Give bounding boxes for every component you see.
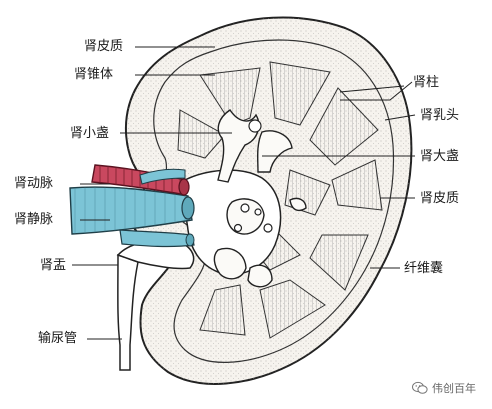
calyces (213, 109, 307, 288)
label-renal-vein: 肾静脉 (14, 212, 54, 227)
label-renal-artery: 肾动脉 (14, 176, 54, 191)
label-cortex-right: 肾皮质 (420, 191, 460, 206)
label-minor-calyx: 肾小盏 (70, 126, 110, 141)
cortex-boundary (153, 39, 395, 363)
label-papilla: 肾乳头 (420, 108, 460, 123)
label-cortex-top: 肾皮质 (84, 39, 124, 54)
watermark: 伟创百年 (412, 380, 476, 396)
wechat-icon (412, 381, 428, 394)
renal-vein (69, 186, 195, 248)
label-ureter: 输尿管 (38, 331, 78, 346)
label-capsule: 纤维囊 (404, 261, 444, 276)
renal-artery (91, 164, 190, 196)
label-renal-pelvis: 肾盂 (40, 258, 67, 273)
label-pyramid: 肾锥体 (74, 67, 114, 82)
watermark-text: 伟创百年 (432, 382, 476, 395)
leader-lines (72, 46, 416, 340)
ureter (117, 253, 139, 371)
label-renal-column: 肾柱 (413, 75, 440, 90)
label-major-calyx: 肾大盏 (420, 149, 460, 164)
vessel-cross-sections (233, 119, 273, 233)
